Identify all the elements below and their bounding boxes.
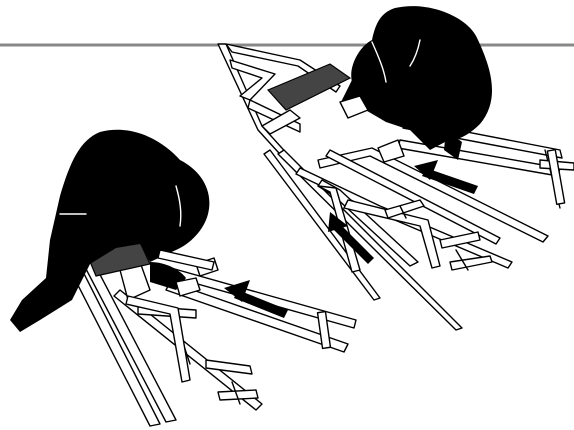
right-person: [339, 6, 493, 163]
right-front-frame: [217, 43, 513, 331]
right-scene: [217, 6, 574, 331]
right-arrow-upper: [414, 160, 478, 194]
left-frame: [59, 243, 357, 427]
left-scene: [10, 129, 357, 427]
right-arrow-lower: [328, 212, 374, 264]
left-arrow: [224, 280, 288, 318]
right-seat: [266, 63, 352, 111]
left-person: [10, 129, 219, 332]
